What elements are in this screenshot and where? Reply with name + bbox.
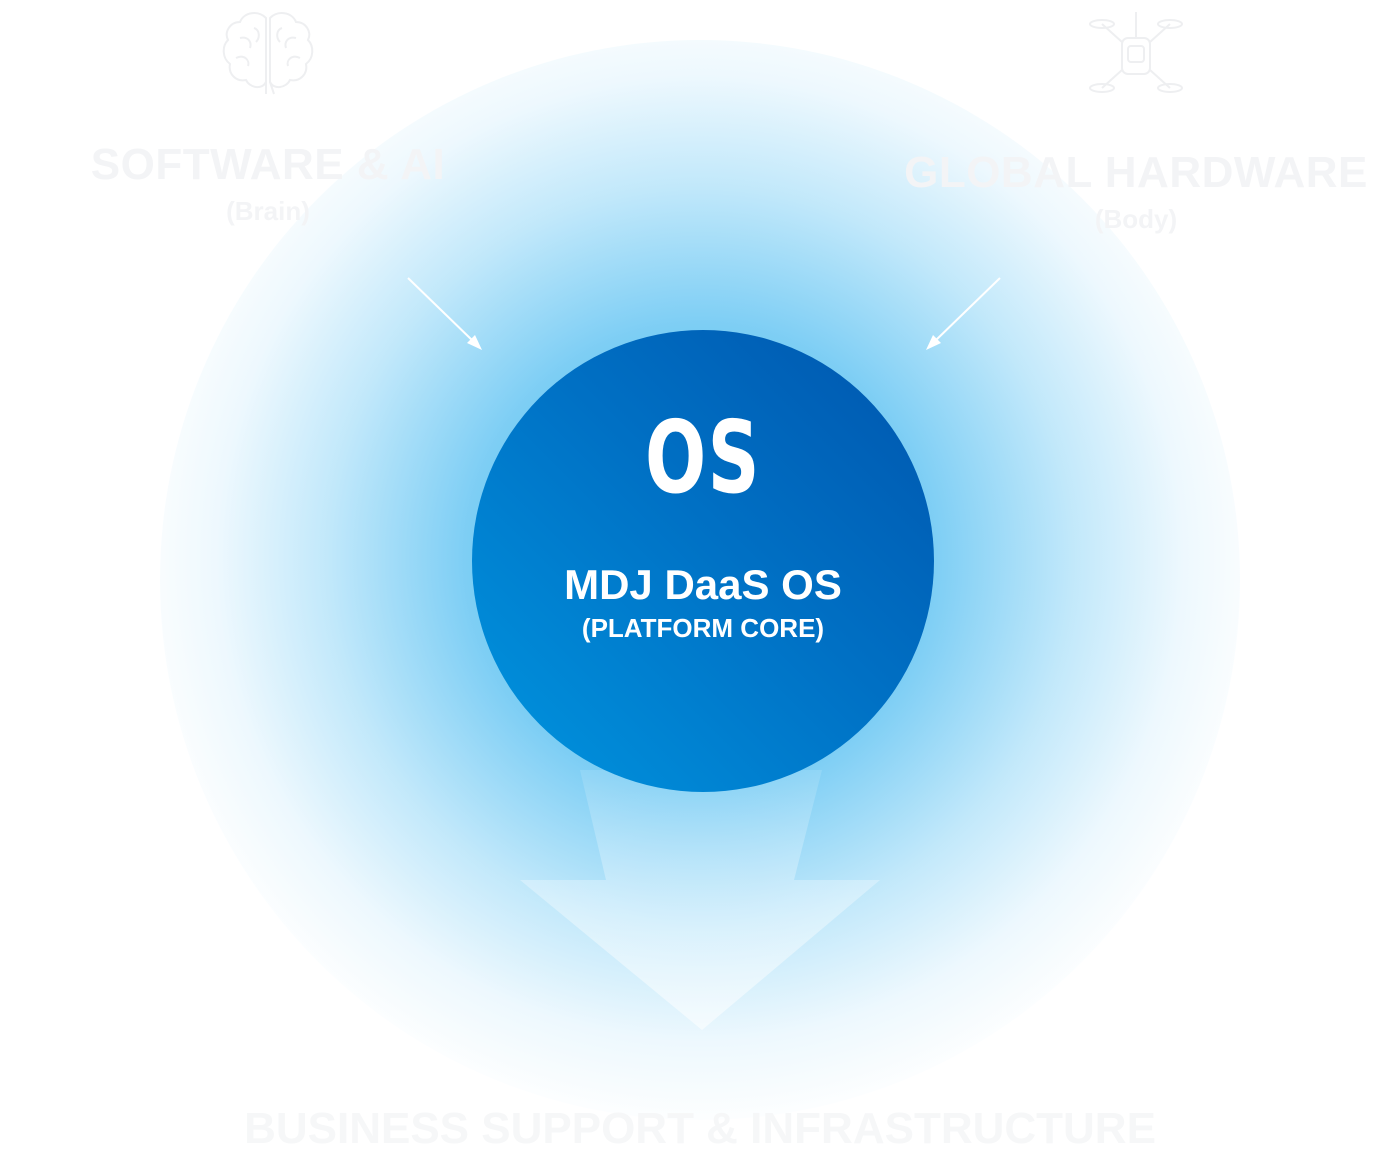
core-title: MDJ DaaS OS <box>564 561 842 608</box>
software-ai-block: SOFTWARE & AI (Brain) <box>0 0 548 227</box>
down-arrow <box>520 770 880 1030</box>
core-subtitle: (PLATFORM CORE) <box>581 613 825 643</box>
hardware-title: GLOBAL HARDWARE <box>904 148 1368 197</box>
business-support-title: BUSINESS SUPPORT & INFRASTRUCTURE <box>244 1104 1156 1153</box>
core-circle: OS MDJ DaaS OS (PLATFORM CORE) <box>472 330 934 792</box>
global-hardware-block: GLOBAL HARDWARE (Body) <box>856 0 1400 235</box>
os-logo: OS <box>645 399 761 516</box>
arrow-left-to-core <box>407 277 482 350</box>
drone-icon <box>1089 12 1183 93</box>
arrow-right-to-core <box>926 277 1001 350</box>
brain-icon <box>222 12 314 95</box>
software-subtitle: (Brain) <box>226 196 310 226</box>
software-title: SOFTWARE & AI <box>90 140 446 189</box>
hardware-subtitle: (Body) <box>1094 204 1178 234</box>
